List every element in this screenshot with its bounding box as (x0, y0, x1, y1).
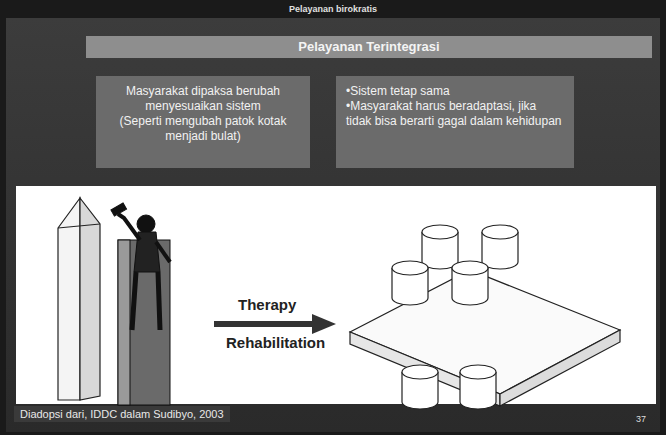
box-text: Masyarakat dipaksa berubah menyesuaikan … (106, 84, 300, 114)
worker-figure (111, 203, 170, 405)
transition-arrow (214, 314, 336, 334)
round-pegs (392, 225, 518, 409)
arrow-label: Therapy (238, 296, 296, 313)
text-box: Masyarakat dipaksa berubah menyesuaikan … (96, 76, 310, 168)
pillar-drawing (58, 198, 100, 400)
peg-top (452, 261, 488, 275)
box-text: •Sistem tetap sama (346, 84, 564, 99)
box-text: (Seperti mengubah patok kotak menjadi bu… (106, 114, 300, 144)
text-box: •Sistem tetap sama•Masyarakat harus bera… (336, 76, 574, 168)
source-caption: Diadopsi dari, IDDC dalam Sudibyo, 2003 (14, 406, 230, 422)
header-text: Pelayanan birokratis (0, 4, 666, 14)
slide-title: Pelayanan Terintegrasi (86, 39, 652, 54)
page-number: 37 (636, 414, 646, 424)
peg-top (460, 365, 496, 379)
arrow-label: Rehabilitation (226, 334, 325, 351)
peg-top (422, 225, 458, 239)
peg-top (392, 261, 428, 275)
peg-top (402, 365, 438, 379)
peg-top (482, 225, 518, 239)
box-text: •Masyarakat harus beradaptasi, jika tida… (346, 99, 564, 129)
